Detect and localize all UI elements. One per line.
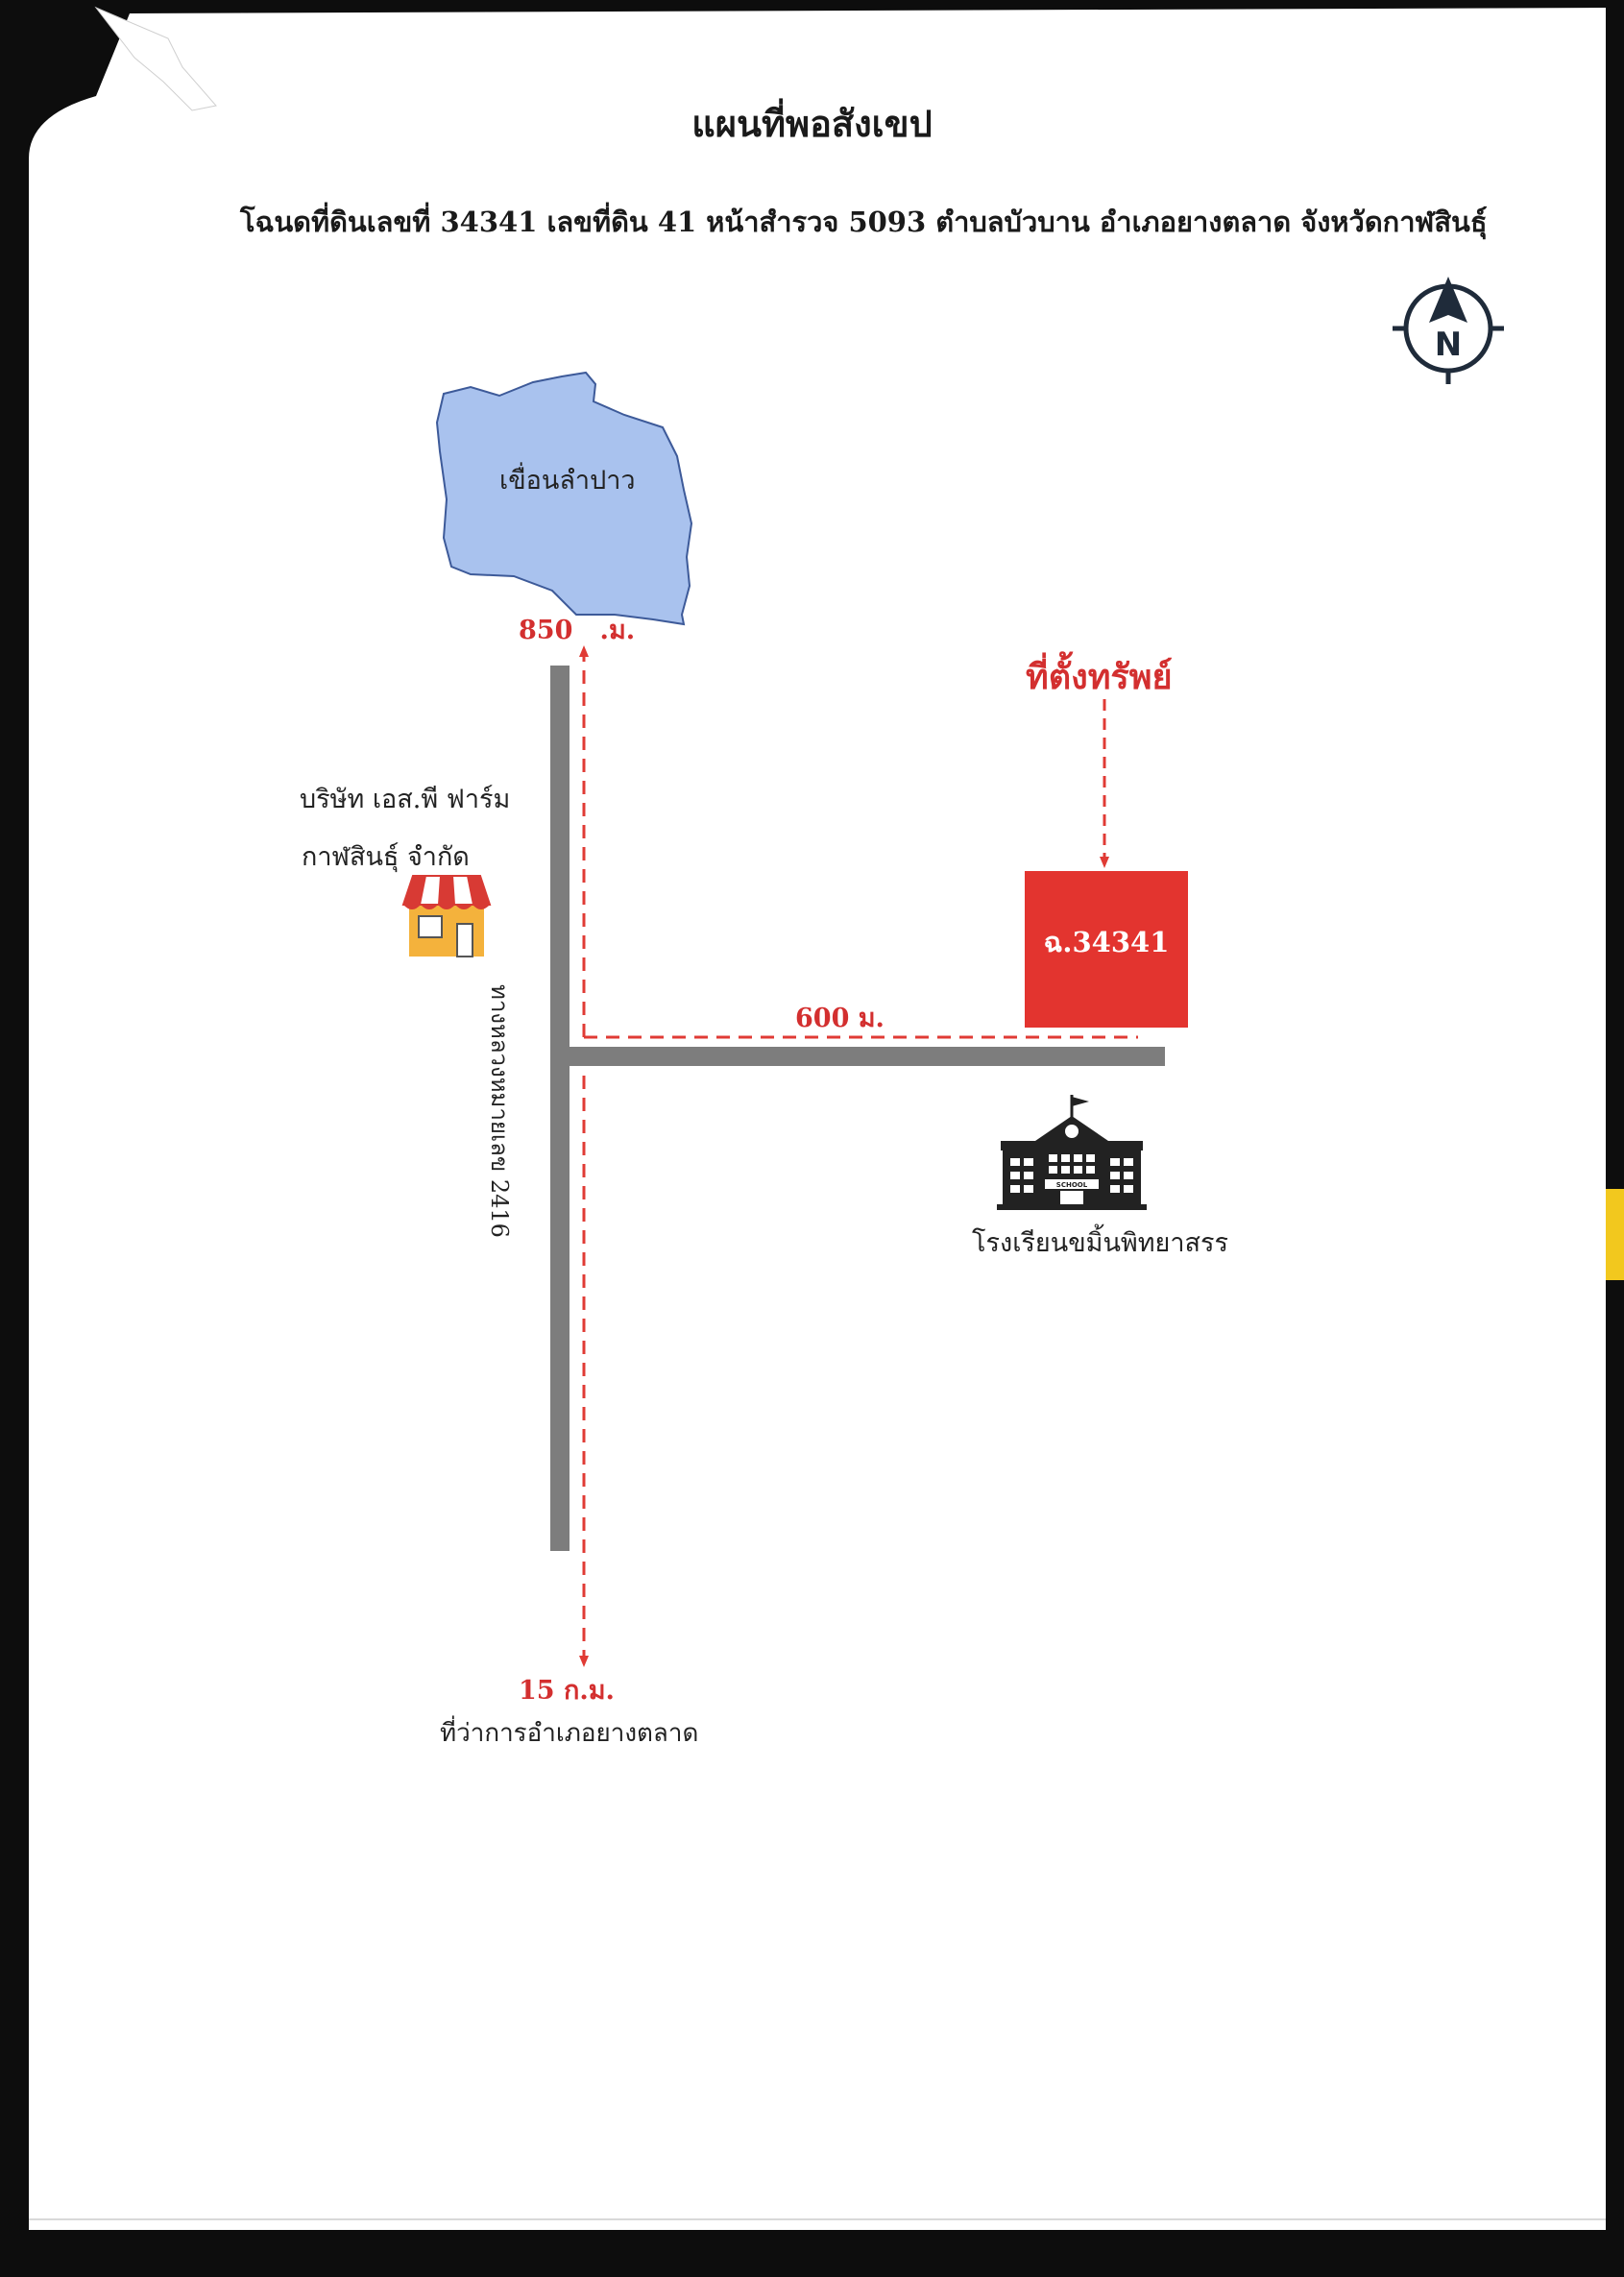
company-name-line1: บริษัท เอส.พี ฟาร์ม: [300, 785, 511, 814]
property-callout-label: ที่ตั้งทรัพย์: [1026, 657, 1173, 697]
deed-description: โฉนดที่ดินเลขที่ 34341 เลขที่ดิน 41 หน้า…: [240, 206, 1488, 238]
company-name-line2: กาฬสินธุ์ จำกัด: [302, 842, 470, 872]
distance-east-label: 600 ม.: [795, 1004, 885, 1033]
compass-n-letter: N: [1435, 326, 1462, 364]
distance-south-label: 15 ก.ม.: [519, 1676, 615, 1706]
paper-sheet: [29, 8, 1606, 2230]
shop-icon: [401, 875, 492, 957]
map-title: แผนที่พอสังเขป: [691, 102, 933, 145]
yellow-tab: [1606, 1189, 1624, 1280]
highway-2416: [550, 666, 570, 1551]
property-parcel: [1025, 871, 1188, 1028]
school-name-label: โรงเรียนขมิ้นพิทยาสรร: [972, 1228, 1228, 1258]
reservoir-label: เขื่อนลำปาว: [499, 466, 636, 496]
south-destination-label: ที่ว่าการอำเภอยางตลาด: [440, 1719, 699, 1748]
property-parcel-label: ฉ.34341: [1043, 926, 1170, 958]
north-arrow-compass-icon: N: [1393, 277, 1504, 384]
torn-corner: [94, 6, 217, 111]
reservoir-shape: [435, 371, 693, 626]
side-road: [570, 1047, 1165, 1066]
highway-2416-label: ทางหลวงหมายเลข 2416: [486, 984, 513, 1238]
distance-north-label: 850 .ม.: [519, 616, 636, 645]
school-sign-text: SCHOOL: [1056, 1181, 1088, 1189]
school-building-icon: SCHOOL: [997, 1095, 1147, 1210]
